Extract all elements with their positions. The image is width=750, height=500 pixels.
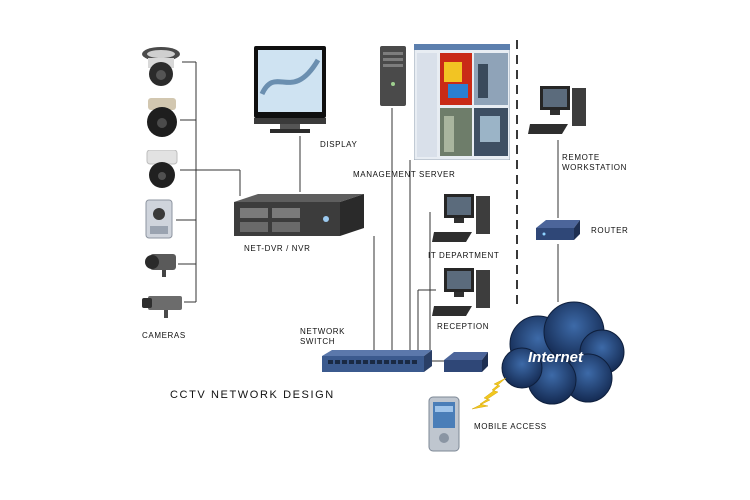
internet-label: Internet [528,349,584,366]
bullet-camera-icon [138,292,186,327]
network-switch-label: NETWORK SWITCH [300,327,346,346]
mobile-device-icon [428,396,460,457]
nvr-recorder-icon [230,192,366,243]
surveillance-screen-icon [413,43,511,165]
reception-label: RECEPTION [437,322,490,331]
router-label: ROUTER [591,226,629,235]
ptz-camera-icon [140,44,182,93]
dome-camera-icon [144,96,180,143]
network-switch-icon [320,348,434,381]
modem-icon [442,350,490,381]
cameras-label: CAMERAS [142,331,186,340]
bullet-camera-icon [142,250,180,285]
remote-workstation-computer-icon [528,84,588,143]
reception-computer-icon [432,266,492,325]
net-dvr-label: NET-DVR / NVR [244,244,311,253]
box-camera-icon [142,198,178,247]
mobile-access-label: MOBILE ACCESS [474,422,547,431]
router-icon [534,218,582,249]
it-department-computer-icon [432,192,492,251]
wireless-signal-icon [470,376,510,415]
server-tower-icon [378,44,408,113]
management-server-label: MANAGEMENT SERVER [353,170,456,179]
diagram-title: CCTV NETWORK DESIGN [170,389,335,401]
it-department-label: IT DEPARTMENT [428,251,500,260]
internet-cloud-icon: Internet [498,296,628,415]
dome-camera-icon [144,149,180,195]
display-monitor-icon [252,44,328,141]
display-label: DISPLAY [320,140,358,149]
remote-workstation-label: REMOTE WORKSTATION [562,153,627,172]
